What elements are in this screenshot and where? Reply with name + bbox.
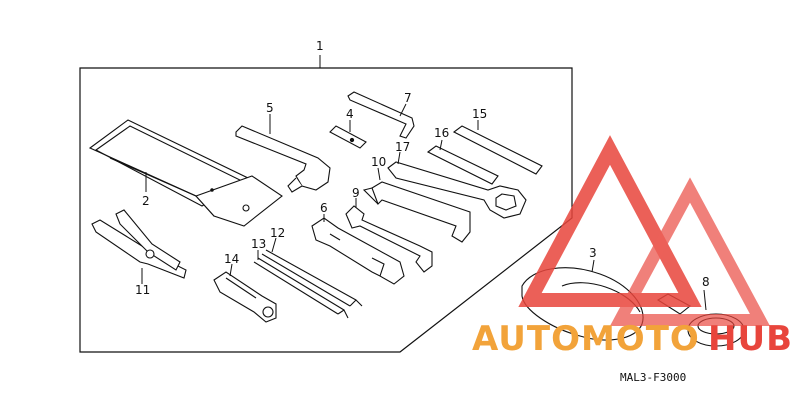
- callout-6: 6: [320, 201, 328, 215]
- callout-9: 9: [352, 186, 360, 200]
- leader-16: [439, 139, 443, 151]
- callout-13: 13: [251, 237, 266, 251]
- callout-2: 2: [142, 194, 150, 208]
- open-wrench: [345, 205, 433, 273]
- screwdriver-handle: [213, 271, 277, 323]
- watermark-text-part2: HUB: [708, 319, 793, 359]
- leader-10: [377, 167, 381, 181]
- leader-7: [399, 103, 407, 117]
- leader-3: [591, 259, 595, 273]
- tool-bag: [88, 119, 283, 227]
- screwdriver-bit: [329, 125, 367, 149]
- watermark-triangle-right: [609, 177, 771, 326]
- leader-12: [271, 237, 277, 253]
- box-wrench: [362, 161, 527, 243]
- callout-16: 16: [434, 126, 449, 140]
- screwdriver-shaft: [253, 249, 363, 319]
- drawing-code: MAL3-F3000: [620, 371, 686, 384]
- callout-4: 4: [346, 107, 354, 121]
- watermark-triangle-left: [518, 135, 702, 307]
- callout-17: 17: [395, 140, 410, 154]
- callout-3: 3: [589, 246, 597, 260]
- leader-17: [397, 151, 401, 165]
- spark-plug-wrench: [311, 217, 405, 285]
- callout-11: 11: [135, 283, 150, 297]
- callout-10: 10: [371, 155, 386, 169]
- leader-14: [229, 263, 233, 277]
- callout-8: 8: [702, 275, 710, 289]
- watermark-logo: [518, 135, 771, 326]
- kit-outline: [79, 67, 573, 353]
- pin-spanner: [235, 125, 331, 193]
- callout-7: 7: [404, 91, 412, 105]
- callout-12: 12: [270, 226, 285, 240]
- extension-bar: [452, 125, 543, 175]
- watermark-text-part1: AUTOMOTO: [472, 319, 700, 359]
- pliers: [91, 209, 187, 279]
- callout-14: 14: [224, 252, 239, 266]
- callout-15: 15: [472, 107, 487, 121]
- hex-key: [347, 91, 415, 139]
- callout-1: 1: [316, 39, 324, 53]
- handle-bar: [426, 145, 499, 185]
- callout-5: 5: [266, 101, 274, 115]
- leader-8: [703, 289, 707, 311]
